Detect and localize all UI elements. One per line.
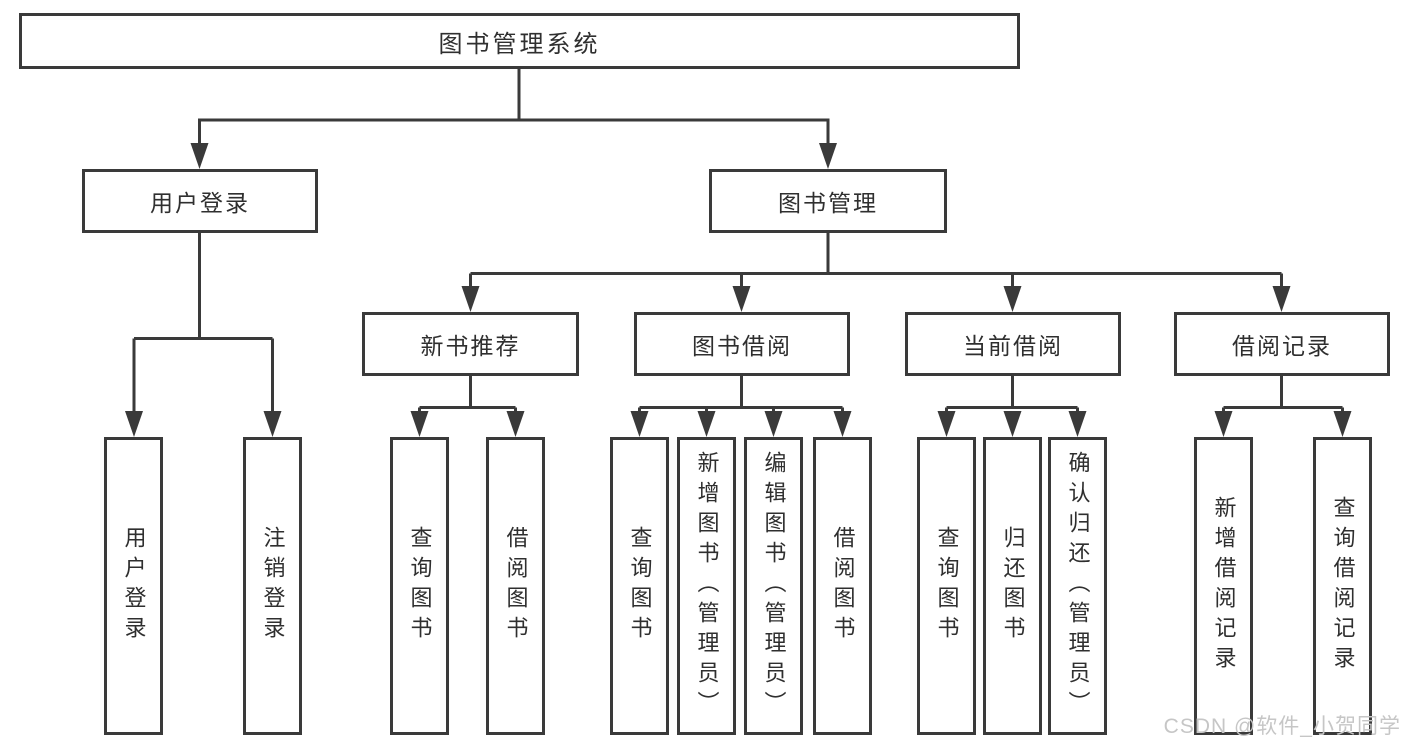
leaf-add-borrow-record: 新增借阅记录 [1194, 437, 1253, 735]
leaf-borrow-books: 借阅图书 [813, 437, 872, 735]
leaf-logout: 注销登录 [243, 437, 302, 735]
node-label: 归还图书 [1000, 526, 1026, 646]
node-label: 图书管理 [778, 190, 878, 216]
node-label: 新增图书（管理员） [694, 451, 720, 721]
node-current-borrow: 当前借阅 [905, 312, 1121, 376]
leaf-edit-books-admin: 编辑图书（管理员） [744, 437, 803, 735]
node-label: 当前借阅 [963, 333, 1063, 359]
node-label: 查询图书 [407, 526, 433, 646]
leaf-confirm-return-admin: 确认归还（管理员） [1048, 437, 1107, 735]
node-book-borrow: 图书借阅 [634, 312, 850, 376]
node-root: 图书管理系统 [19, 13, 1020, 69]
node-label: 查询借阅记录 [1330, 496, 1356, 676]
node-label: 用户登录 [150, 190, 250, 216]
leaf-return-books: 归还图书 [983, 437, 1042, 735]
node-borrow-record: 借阅记录 [1174, 312, 1390, 376]
node-label: 借阅记录 [1232, 333, 1332, 359]
leaf-query-books-recommend: 查询图书 [390, 437, 449, 735]
node-label: 编辑图书（管理员） [761, 451, 787, 721]
watermark: CSDN @软件_小贺同学 [1163, 715, 1401, 738]
leaf-query-books-borrow: 查询图书 [610, 437, 669, 735]
node-label: 新增借阅记录 [1211, 496, 1237, 676]
node-label: 注销登录 [260, 526, 286, 646]
node-label: 图书借阅 [692, 333, 792, 359]
node-user-login: 用户登录 [82, 169, 318, 233]
node-label: 查询图书 [627, 526, 653, 646]
leaf-query-books-current: 查询图书 [917, 437, 976, 735]
leaf-user-login: 用户登录 [104, 437, 163, 735]
node-label: 新书推荐 [420, 333, 521, 359]
leaf-borrow-books-recommend: 借阅图书 [486, 437, 545, 735]
leaf-add-books-admin: 新增图书（管理员） [677, 437, 736, 735]
leaf-query-borrow-record: 查询借阅记录 [1313, 437, 1372, 735]
node-new-book-recommend: 新书推荐 [362, 312, 579, 376]
node-book-management: 图书管理 [709, 169, 947, 233]
node-label: 借阅图书 [503, 526, 529, 646]
node-label: 用户登录 [121, 526, 147, 646]
node-label: 借阅图书 [830, 526, 856, 646]
node-label: 查询图书 [934, 526, 960, 646]
node-label: 图书管理系统 [438, 30, 601, 58]
node-label: 确认归还（管理员） [1065, 451, 1091, 721]
